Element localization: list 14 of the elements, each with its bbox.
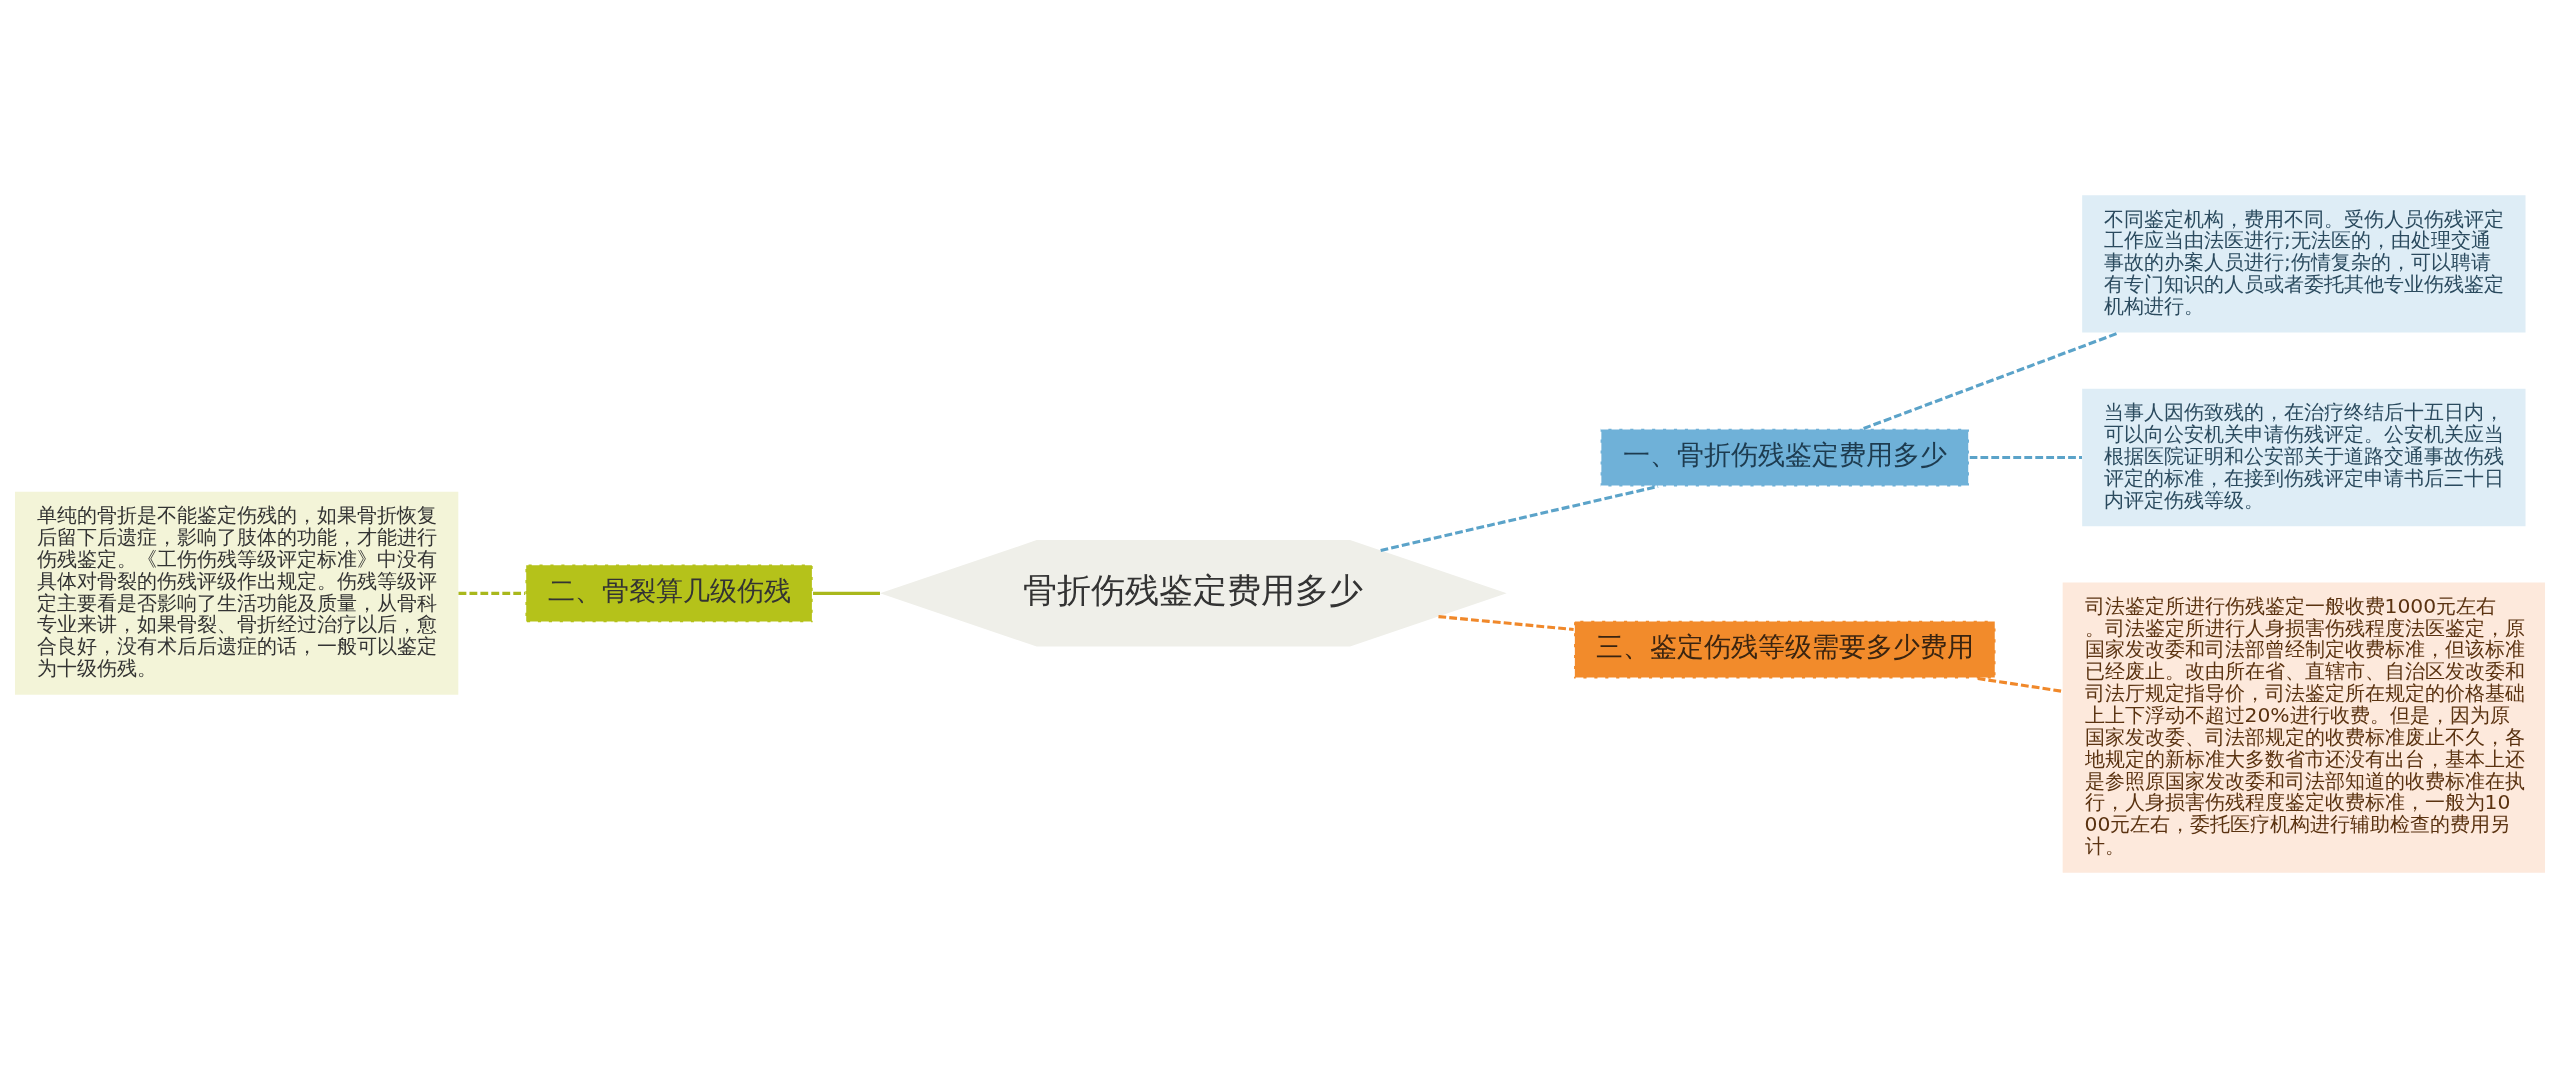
connector (813, 591, 880, 595)
node-box: 不同鉴定机构，费用不同。受伤人员伤残评定工作应当由法医进行;无法医的，由处理交通事故的办案人员进行;伤情复杂的，可以聘请有专门知识的人员或者委托其他专业伤残鉴定机构进行。 (2082, 194, 2526, 333)
connector (1863, 330, 2120, 430)
node-box: 单纯的骨折是不能鉴定伤残的，如果骨折恢复后留下后遗症，影响了肢体的功能，才能进行伤残鉴定。《工伤伤残等级评定标准》中没有具体对骨裂的伤残评级作出规定。伤残等级评定主要看是否影响了生活功能及质量，从骨科专业来讲，如果骨裂、骨折经过治疗以后，愈合良好，没有术后后遗症的话，一般可以鉴定为十级伤残。 (14, 491, 459, 695)
node-box: 三、鉴定伤残等级需要多少费用 (1573, 619, 1997, 679)
connector (1977, 676, 2063, 693)
connector (1969, 455, 2082, 459)
node-box: 当事人因伤致残的，在治疗终结后十五日内，可以向公安机关申请伤残评定。公安机关应当根据医院证明和公安部关于道路交通事故伤残评定的标准，在接到伤残评定申请书后三十日内评定伤残等级。 (2082, 388, 2526, 526)
connector (458, 591, 526, 595)
node-box: 一、骨折伤残鉴定费用多少 (1599, 427, 1970, 487)
connector (1438, 614, 1574, 631)
node-box: 二、骨裂算几级伤残 (524, 563, 814, 623)
connector (1380, 484, 1659, 552)
node-box: 司法鉴定所进行伤残鉴定一般收费1000元左右。司法鉴定所进行人身损害伤残程度法医鉴定，原国家发改委和司法部曾经制定收费标准，但该标准已经废止。改由所在省、直辖市、自治区发改委和司法厅规定指导价，司法鉴定所在规定的价格基础上上下浮动不超过20%进行收费。但是，因为原国家发改委、司法部规定的收费标准废止不久，各地规定的新标准大多数省市还没有出台，基本上还是参照原国家发改委和司法部知道的收费标准在执行，人身损害伤残程度鉴定收费标准，一般为1000元左右，委托医疗机构进行辅助检查的费用另计。 (2062, 581, 2546, 873)
